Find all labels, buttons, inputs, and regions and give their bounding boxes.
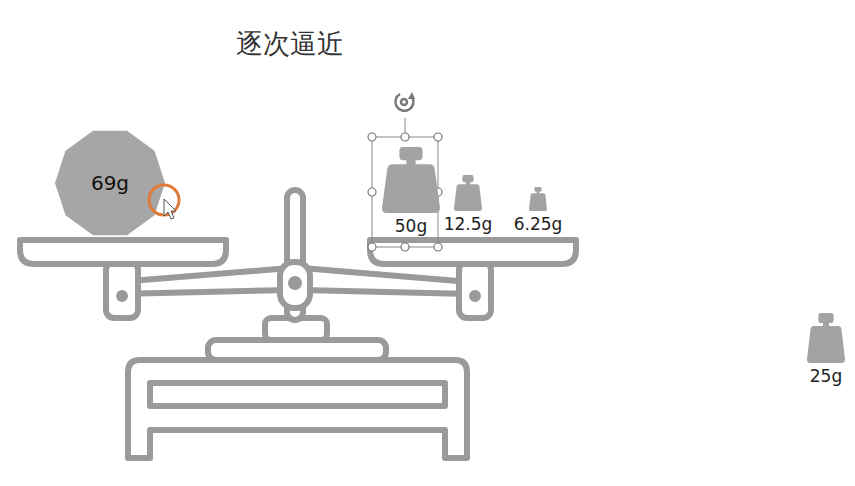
weight-label: 6.25g xyxy=(512,214,565,234)
weight-icon xyxy=(454,175,482,211)
weight: 12.5g xyxy=(442,175,495,234)
weight-label: 50g xyxy=(380,216,442,236)
weight: 6.25g xyxy=(512,187,565,234)
weight-label: 25g xyxy=(805,366,847,386)
weight-icon xyxy=(529,187,547,211)
object-polygon: 69g xyxy=(55,128,165,238)
weight-label: 69g xyxy=(91,171,129,195)
weight: 25g xyxy=(805,313,847,386)
weight-label: 12.5g xyxy=(442,214,495,234)
weight-icon xyxy=(382,147,440,213)
title: 逐次逼近 xyxy=(190,26,390,62)
weight: 50g xyxy=(380,147,442,236)
weight-icon xyxy=(807,313,845,363)
